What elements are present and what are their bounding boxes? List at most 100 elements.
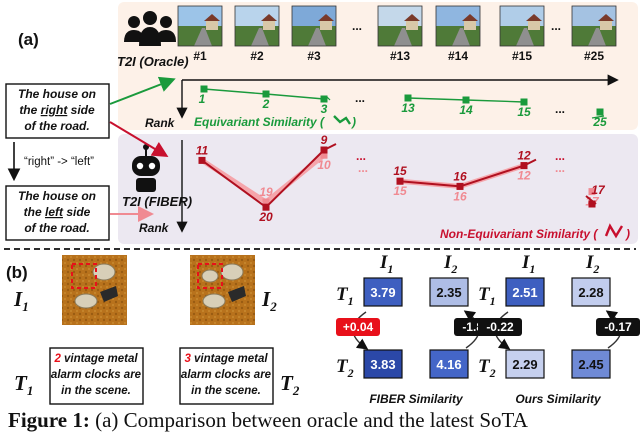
- t2-label: T: [280, 371, 294, 395]
- non-equivariant-label: Non-Equivariant Similarity (: [440, 227, 599, 241]
- image-id-1: #1: [193, 49, 207, 63]
- fiber-left-point-2: [320, 151, 328, 159]
- fiber-left-rank-2: 10: [317, 158, 331, 172]
- svg-text:2 vintage metal: 2 vintage metal: [53, 353, 138, 365]
- matrix-fiber-cell-21-value: 3.83: [370, 357, 395, 372]
- equivariant-close: ): [350, 115, 356, 129]
- prompt-left-side: side: [63, 205, 91, 219]
- oracle-point-3: [320, 95, 328, 103]
- i2-label: I: [261, 287, 271, 311]
- prompt-left-the: the: [24, 205, 45, 219]
- matrix-ours-i1: I1: [521, 252, 535, 276]
- crowd-icon: [124, 11, 176, 46]
- image-id-4: #13: [390, 49, 410, 63]
- svg-text:alarm clocks are: alarm clocks are: [181, 369, 272, 381]
- matrix-ours-cell-22-value: 2.45: [578, 357, 603, 372]
- matrix-ours-cell-21-value: 2.29: [512, 357, 537, 372]
- arrow-to-fiber: [109, 121, 169, 158]
- matrix-ours-i2: I2: [585, 252, 599, 276]
- non-equivariant-close: ): [624, 227, 630, 241]
- fiber-right-point-3: [320, 146, 328, 154]
- oracle-point-5: [462, 96, 470, 104]
- matrix-ours-cell-22: [571, 349, 611, 379]
- prompt-left-word: left: [45, 205, 64, 219]
- non-equivariant-trend-icon: [604, 223, 624, 239]
- oracle-rank-5: 14: [459, 103, 473, 117]
- thumbnail-4: [377, 5, 423, 47]
- fiber-right-point-1: [198, 156, 206, 164]
- equivariant-label: Equivariant Similarity (: [194, 115, 326, 129]
- arrow-to-oracle: [109, 76, 176, 105]
- oracle-rank-label: Rank: [145, 116, 176, 130]
- fiber-left-rank-1: 19: [259, 185, 273, 199]
- fiber-ellipsis-1: ...: [356, 149, 366, 163]
- matrix-ours-cell-12-value: 2.28: [578, 285, 603, 300]
- oracle-rank-2: 2: [262, 97, 270, 111]
- fiber-right-point-2: [262, 203, 270, 211]
- fiber-left-point-1: [262, 198, 270, 206]
- fiber-right-rank-7: 17: [591, 183, 606, 197]
- fiber-right-rank-6: 12: [517, 149, 531, 163]
- oracle-ellipsis-2: ...: [555, 102, 565, 116]
- thumb-ellipsis-1: ...: [352, 19, 362, 33]
- oracle-rank-7: 25: [592, 115, 607, 129]
- i1-label: I: [13, 287, 23, 311]
- matrix-ours-cell-12: [571, 277, 611, 307]
- matrix-ours-cell-11-value: 2.51: [512, 285, 537, 300]
- matrix-fiber-i2: I2: [443, 252, 457, 276]
- oracle-point-6: [520, 98, 528, 106]
- image-2: [190, 255, 255, 325]
- oracle-point-4: [404, 94, 412, 102]
- panel-a-label: (a): [18, 30, 39, 49]
- fiber-right-point-4: [396, 177, 404, 185]
- matrix-ours-delta-1: [478, 318, 522, 336]
- fiber-ellipsis-3: ...: [555, 149, 565, 163]
- matrix-ours-delta-1-value: -0.22: [486, 320, 514, 334]
- text2-num: 3: [184, 353, 191, 365]
- matrix-fiber-cell-11-value: 3.79: [370, 285, 395, 300]
- prompt-right-the: the: [19, 103, 40, 117]
- svg-text:I2: I2: [261, 287, 277, 314]
- matrix-fiber-i1: I1: [379, 252, 393, 276]
- fiber-left-rank-4: 16: [453, 189, 467, 203]
- image-id-5: #14: [448, 49, 468, 63]
- oracle-rank-1: 1: [199, 92, 206, 106]
- image-id-7: #25: [584, 49, 604, 63]
- matrix-fiber-cell-12: [429, 277, 469, 307]
- oracle-tail-2: [591, 115, 605, 119]
- text1-num: 2: [53, 353, 61, 365]
- fiber-right-rank-1: 11: [196, 143, 209, 157]
- svg-text:alarm clocks are: alarm clocks are: [51, 369, 142, 381]
- fiber-right-rank-5: 16: [453, 169, 467, 183]
- robot-icon: [132, 144, 160, 192]
- t1-label: T: [14, 371, 28, 395]
- oracle-rank-6: 15: [517, 105, 531, 119]
- matrix-ours-delta-2-value: -0.17: [604, 320, 632, 334]
- svg-text:T1: T1: [14, 371, 33, 398]
- matrix-fiber-cell-11: [363, 277, 403, 307]
- fiber-panel-bg: [118, 134, 638, 244]
- fiber-right-point-7: [588, 200, 596, 208]
- svg-text:I1: I1: [13, 287, 29, 314]
- image-id-6: #15: [512, 49, 532, 63]
- fiber-right-point-6: [520, 162, 528, 170]
- oracle-tail: [325, 95, 331, 101]
- matrix-ours-cell-11: [505, 277, 545, 307]
- matrix-ours-t1: T1: [478, 284, 496, 308]
- svg-text:the left side: the left side: [24, 205, 91, 219]
- thumbnail-7: [571, 5, 617, 47]
- svg-text:The house on: The house on: [18, 87, 96, 101]
- fiber-right-point-5: [456, 182, 464, 190]
- fiber-left-rank-3: 15: [393, 184, 407, 198]
- matrix-fiber-delta-1: [336, 318, 380, 336]
- image-1: [62, 255, 127, 325]
- equivariant-trend-icon: [333, 115, 351, 125]
- text1-box: [49, 347, 144, 405]
- oracle-ellipsis: ...: [355, 91, 365, 105]
- oracle-rank-3: 3: [321, 102, 328, 116]
- prompt-right-box: [5, 83, 110, 139]
- svg-text:in the scene.: in the scene.: [61, 385, 131, 397]
- oracle-point-2: [262, 90, 270, 98]
- fiber-ellipsis-4: ...: [555, 161, 565, 175]
- thumbnail-2: [234, 5, 280, 47]
